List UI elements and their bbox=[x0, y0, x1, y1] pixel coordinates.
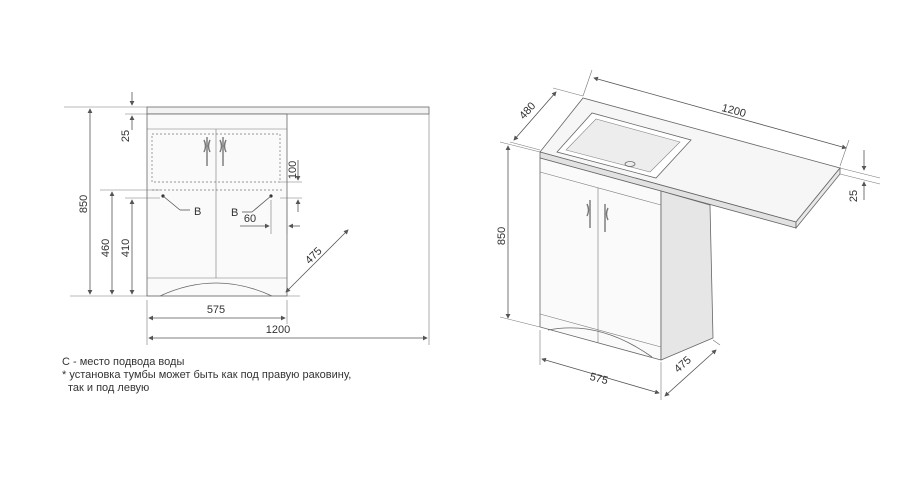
front-handle-left bbox=[203, 137, 211, 166]
iso-cabinet-side bbox=[660, 190, 714, 361]
dim-front-100: 100 bbox=[287, 161, 299, 179]
iso-handle-left bbox=[586, 200, 591, 228]
dim-iso-850: 850 bbox=[496, 227, 508, 245]
note-line-2: * установка тумбы может быть как под пра… bbox=[62, 369, 352, 381]
dim-front-410: 410 bbox=[120, 239, 132, 257]
front-view bbox=[64, 92, 430, 345]
front-cabinet-body bbox=[146, 113, 288, 297]
front-plinth-arch bbox=[159, 282, 273, 297]
dim-front-25: 25 bbox=[120, 130, 132, 142]
iso-handle-right bbox=[604, 204, 609, 232]
label-b-right: B bbox=[231, 207, 238, 219]
front-countertop bbox=[146, 106, 430, 115]
front-handle-right bbox=[219, 137, 227, 166]
note-line-3: так и под левую bbox=[68, 382, 150, 394]
dim-front-850: 850 bbox=[78, 195, 90, 213]
dim-iso-480: 480 bbox=[517, 100, 538, 122]
dim-iso-575: 575 bbox=[588, 371, 609, 387]
note-line-1: С - место подвода воды bbox=[62, 356, 185, 368]
iso-view bbox=[499, 69, 881, 400]
dim-front-575: 575 bbox=[207, 304, 225, 316]
dim-front-60: 60 bbox=[244, 213, 256, 225]
dim-iso-25: 25 bbox=[848, 190, 860, 202]
dim-iso-475: 475 bbox=[672, 354, 694, 375]
label-b-left: B bbox=[194, 206, 201, 218]
dim-front-1200: 1200 bbox=[266, 324, 290, 336]
dim-front-460: 460 bbox=[100, 239, 112, 257]
dim-front-475: 475 bbox=[303, 245, 324, 266]
dim-iso-1200: 1200 bbox=[720, 102, 747, 120]
